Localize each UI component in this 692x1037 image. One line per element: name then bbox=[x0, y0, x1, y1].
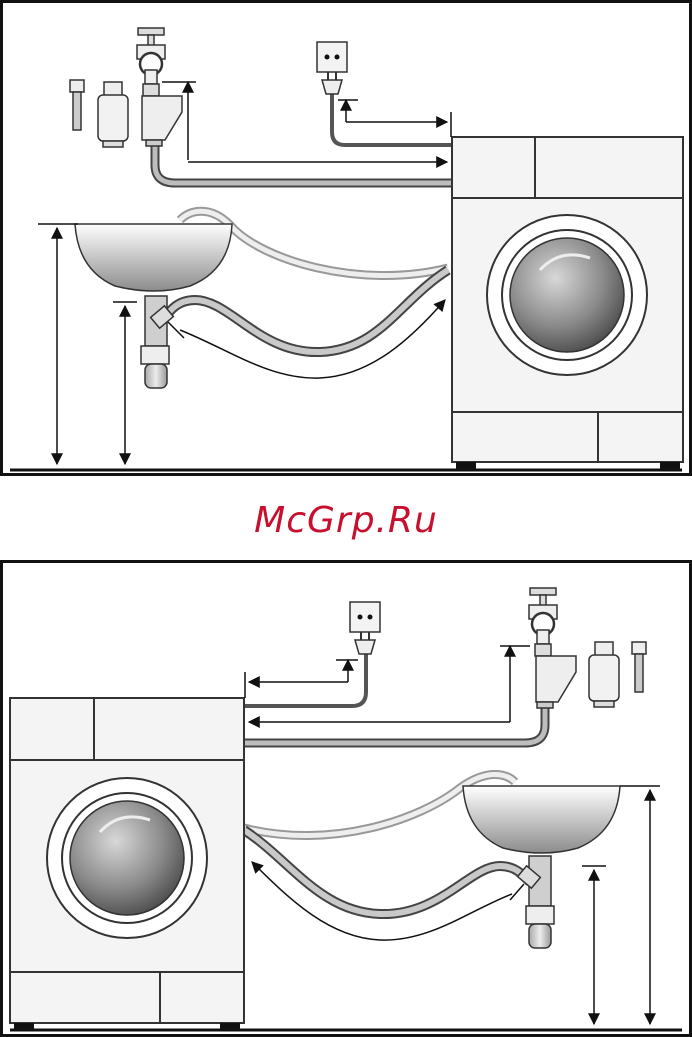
power-socket-icon bbox=[350, 602, 380, 632]
installation-diagram-machine-left bbox=[0, 560, 692, 1037]
watermark-logo: McGrp.Ru bbox=[0, 496, 692, 546]
washing-machine-icon bbox=[452, 137, 683, 470]
washing-machine-icon bbox=[10, 698, 244, 1031]
power-socket-icon bbox=[317, 42, 347, 72]
installation-diagram-machine-right bbox=[0, 0, 692, 478]
